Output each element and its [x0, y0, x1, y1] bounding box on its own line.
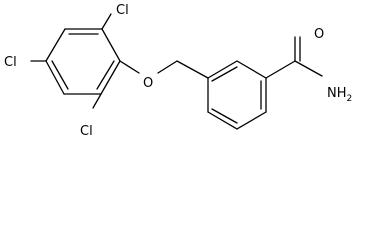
- atom-cl-bottom: Cl: [80, 124, 93, 139]
- bond: [101, 28, 121, 62]
- bond: [96, 60, 115, 90]
- bond: [45, 60, 65, 95]
- atom-labels: Cl Cl Cl O O NH2: [4, 3, 352, 139]
- bond: [157, 60, 178, 74]
- atom-nh2: NH2: [327, 86, 352, 104]
- bond: [207, 60, 238, 79]
- atom-nh-subscript: 2: [347, 94, 353, 104]
- chemical-structure: Cl Cl Cl O O NH2: [4, 3, 352, 139]
- bond: [51, 60, 69, 90]
- bond: [176, 60, 209, 79]
- bond: [294, 60, 323, 77]
- bond: [265, 60, 296, 79]
- atom-o-carbonyl: O: [314, 27, 324, 42]
- bond: [100, 60, 121, 95]
- bond: [92, 93, 102, 109]
- bond: [211, 108, 238, 124]
- atom-nh-text: NH: [327, 86, 347, 101]
- atom-cl-top-left: Cl: [4, 55, 17, 70]
- bond: [236, 60, 267, 79]
- bond: [207, 111, 238, 130]
- bond: [211, 66, 238, 82]
- atom-o-ether: O: [143, 76, 153, 91]
- bond: [45, 28, 66, 62]
- bonds: [30, 13, 323, 130]
- atom-cl-top-right: Cl: [116, 3, 129, 18]
- bond: [119, 60, 140, 74]
- bond: [101, 13, 112, 30]
- bond: [236, 111, 267, 130]
